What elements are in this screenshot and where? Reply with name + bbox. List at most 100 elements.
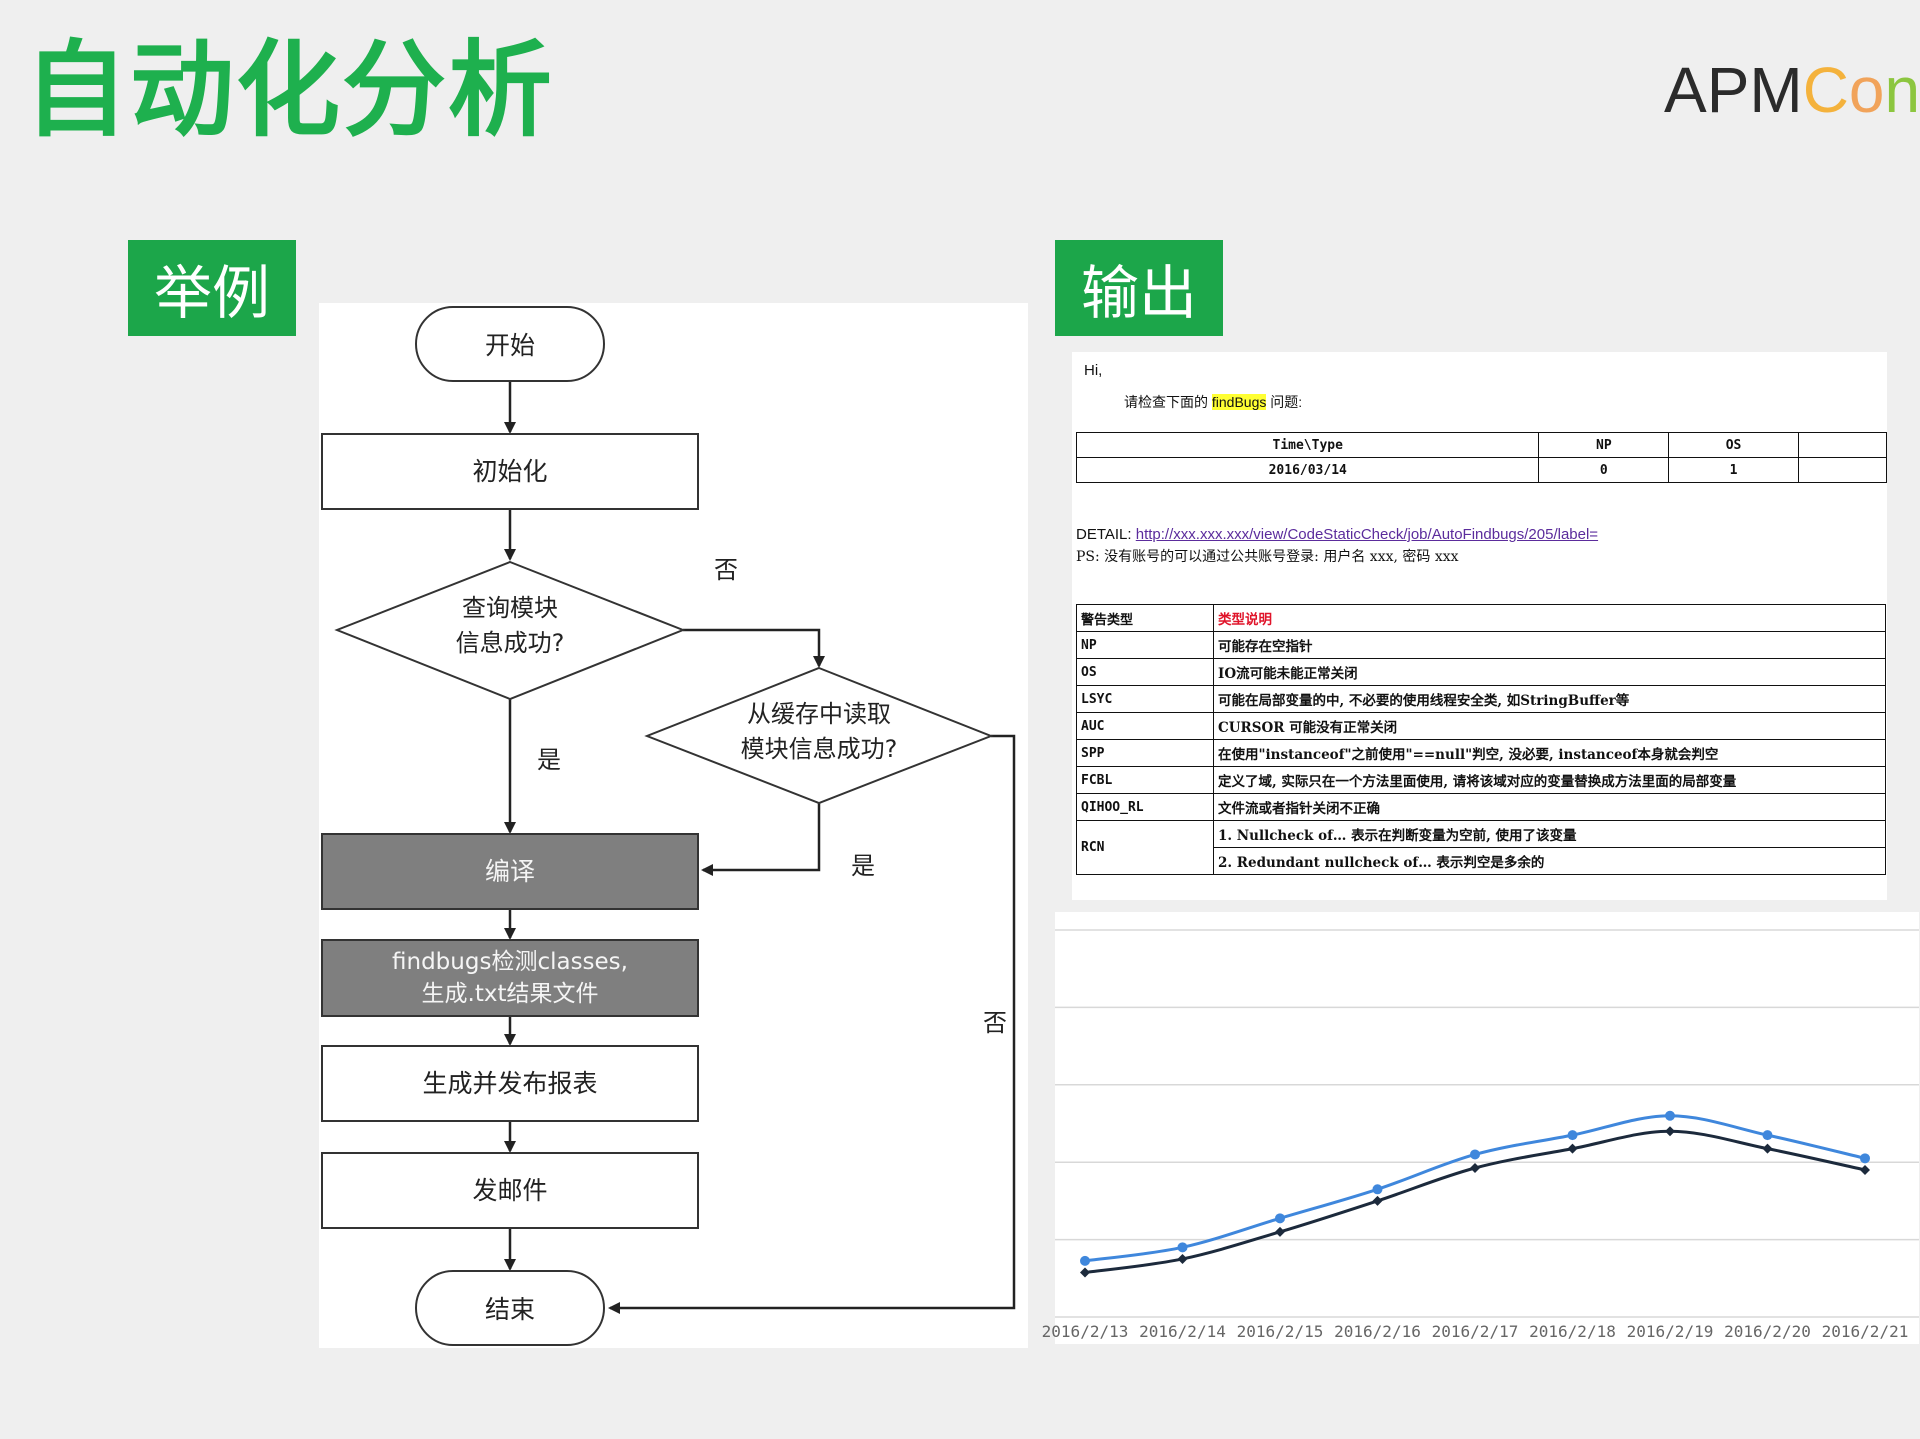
- chart-point: [1275, 1213, 1285, 1224]
- start-node: 开始: [415, 306, 605, 382]
- warning-type: QIHOO_RL: [1076, 793, 1214, 821]
- logo-text-n: n: [1884, 54, 1920, 126]
- chart-point: [1762, 1130, 1773, 1141]
- arrow-cache-compile: [701, 803, 821, 876]
- email-intro-highlight: findBugs: [1211, 394, 1267, 410]
- chart-tick-label: 2016/2/15: [1237, 1322, 1324, 1341]
- summary-cell-empty: [1797, 457, 1888, 483]
- chart-point: [1860, 1153, 1870, 1164]
- logo-text-c: C: [1802, 54, 1849, 126]
- warning-desc: 文件流或者指针关闭不正确: [1213, 793, 1886, 821]
- detail-link[interactable]: http://xxx.xxx.xxx/view/CodeStaticCheck/…: [1135, 526, 1599, 543]
- warning-desc-rcn-1: 1. Nullcheck of… 表示在判断变量为空前, 使用了该变量: [1213, 820, 1886, 848]
- cache-decision-line2: 模块信息成功?: [740, 734, 898, 763]
- chart-point: [1665, 1110, 1675, 1121]
- report-box: 生成并发布报表: [321, 1045, 699, 1122]
- findbugs-line1: findbugs检测classes,: [392, 948, 628, 975]
- warning-desc: CURSOR 可能没有正常关闭: [1213, 712, 1886, 740]
- chart-point: [1275, 1226, 1285, 1237]
- chart-point: [1567, 1130, 1578, 1141]
- chart-tick-label: 2016/2/13: [1042, 1322, 1129, 1341]
- ps-note: PS: 没有账号的可以通过公共账号登录: 用户名 xxx, 密码 xxx: [1076, 549, 1459, 565]
- warning-desc: 可能在局部变量的中, 不必要的使用线程安全类, 如StringBuffer等: [1213, 685, 1886, 713]
- chart-tick-label: 2016/2/16: [1334, 1322, 1421, 1341]
- warning-type: OS: [1076, 658, 1214, 686]
- query-decision-line1: 查询模块: [462, 594, 558, 622]
- example-tag: 举例: [128, 240, 296, 336]
- detail-label: DETAIL:: [1076, 526, 1136, 543]
- summary-header-cell: Time\Type: [1075, 432, 1540, 458]
- init-box: 初始化: [321, 433, 699, 510]
- arrow-cache-end: [608, 734, 1016, 1314]
- warning-type: FCBL: [1076, 766, 1214, 794]
- warning-desc: 可能存在空指针: [1213, 631, 1886, 659]
- query-decision-diamond: [334, 560, 686, 701]
- warning-type: NP: [1076, 631, 1214, 659]
- trend-chart-panel: 2016/2/13 2016/2/14 2016/2/15 2016/2/16 2016…: [1042, 912, 1919, 1344]
- email-greeting: Hi,: [1084, 362, 1103, 379]
- chart-tick-label: 2016/2/18: [1529, 1322, 1616, 1341]
- output-tag: 输出: [1055, 240, 1223, 336]
- warning-header-desc: 类型说明: [1213, 604, 1886, 632]
- chart-point: [1860, 1164, 1870, 1175]
- no-label-cache: 否: [983, 1009, 1007, 1037]
- table-row: 2. Redundant nullcheck of… 表示判空是多余的: [1077, 847, 1886, 875]
- detail-line: DETAIL: http://xxx.xxx.xxx/view/CodeStat…: [1076, 526, 1598, 543]
- chart-series-line-1: [1084, 1129, 1866, 1274]
- compile-box: 编译: [321, 833, 699, 910]
- warning-header-row: 警告类型 类型说明: [1076, 604, 1886, 632]
- flowchart-connectors: [334, 381, 1016, 1314]
- chart-point: [1080, 1255, 1090, 1266]
- end-node: 结束: [415, 1270, 605, 1346]
- yes-label-cache: 是: [851, 852, 875, 880]
- trend-chart: 2016/2/13 2016/2/14 2016/2/15 2016/2/16 2016…: [1042, 929, 1919, 1341]
- chart-tick-label: 2016/2/14: [1139, 1322, 1226, 1341]
- summary-header-cell: OS: [1668, 432, 1799, 458]
- summary-header-row: Time\Type NP OS: [1075, 432, 1888, 458]
- mail-box: 发邮件: [321, 1152, 699, 1229]
- query-decision-text: 查询模块 信息成功?: [390, 591, 630, 661]
- email-intro-prefix: 请检查下面的: [1124, 394, 1212, 410]
- summary-header-cell: NP: [1538, 432, 1670, 458]
- findbugs-line2: 生成.txt结果文件: [421, 981, 599, 1007]
- email-intro-suffix: 问题:: [1266, 394, 1303, 410]
- warning-desc: IO流可能未能正常关闭: [1213, 658, 1886, 686]
- cache-decision-line1: 从缓存中读取: [747, 700, 891, 728]
- chart-point: [1372, 1184, 1383, 1195]
- email-report-panel: Hi, 请检查下面的 findBugs 问题: Time\Type NP OS …: [1072, 352, 1888, 900]
- chart-point: [1665, 1126, 1675, 1137]
- warning-type: LSYC: [1076, 685, 1214, 713]
- no-label-query: 否: [714, 556, 738, 584]
- warning-desc: 在使用"instanceof"之前使用"==null"判空, 没必要, inst…: [1213, 739, 1886, 767]
- findbugs-box: findbugs检测classes, 生成.txt结果文件: [321, 939, 699, 1017]
- warning-type: AUC: [1076, 712, 1214, 740]
- summary-row: 2016/03/14 0 1: [1075, 457, 1888, 483]
- summary-table: Time\Type NP OS 2016/03/14 0 1: [1075, 432, 1888, 483]
- chart-point: [1470, 1163, 1480, 1174]
- chart-point: [1080, 1267, 1090, 1278]
- slide-title: 自动化分析: [24, 29, 555, 151]
- summary-cell: 1: [1668, 457, 1799, 483]
- yes-label-query: 是: [537, 746, 561, 774]
- chart-tick-label: 2016/2/21: [1822, 1322, 1909, 1341]
- chart-point: [1762, 1143, 1773, 1154]
- chart-tick-label: 2016/2/17: [1432, 1322, 1519, 1341]
- warning-desc-rcn-2: 2. Redundant nullcheck of… 表示判空是多余的: [1213, 847, 1886, 875]
- flowchart-panel: 开始 初始化 查询模块 信息成功? 从缓存中读取 模块信息成功? 编译 find…: [319, 303, 1028, 1348]
- chart-point: [1470, 1149, 1480, 1160]
- warning-desc: 定义了域, 实际只在一个方法里面使用, 请将该域对应的变量替换成方法里面的局部变…: [1213, 766, 1886, 794]
- summary-header-cell-empty: [1797, 432, 1888, 458]
- chart-point: [1567, 1143, 1578, 1154]
- warning-header-type: 警告类型: [1076, 604, 1214, 632]
- cache-decision-text: 从缓存中读取 模块信息成功?: [699, 697, 939, 767]
- chart-tick-label: 2016/2/19: [1627, 1322, 1714, 1341]
- warning-type: SPP: [1076, 739, 1214, 767]
- apmcon-logo: APMCon: [1664, 58, 1920, 122]
- cache-decision-diamond: [644, 666, 994, 805]
